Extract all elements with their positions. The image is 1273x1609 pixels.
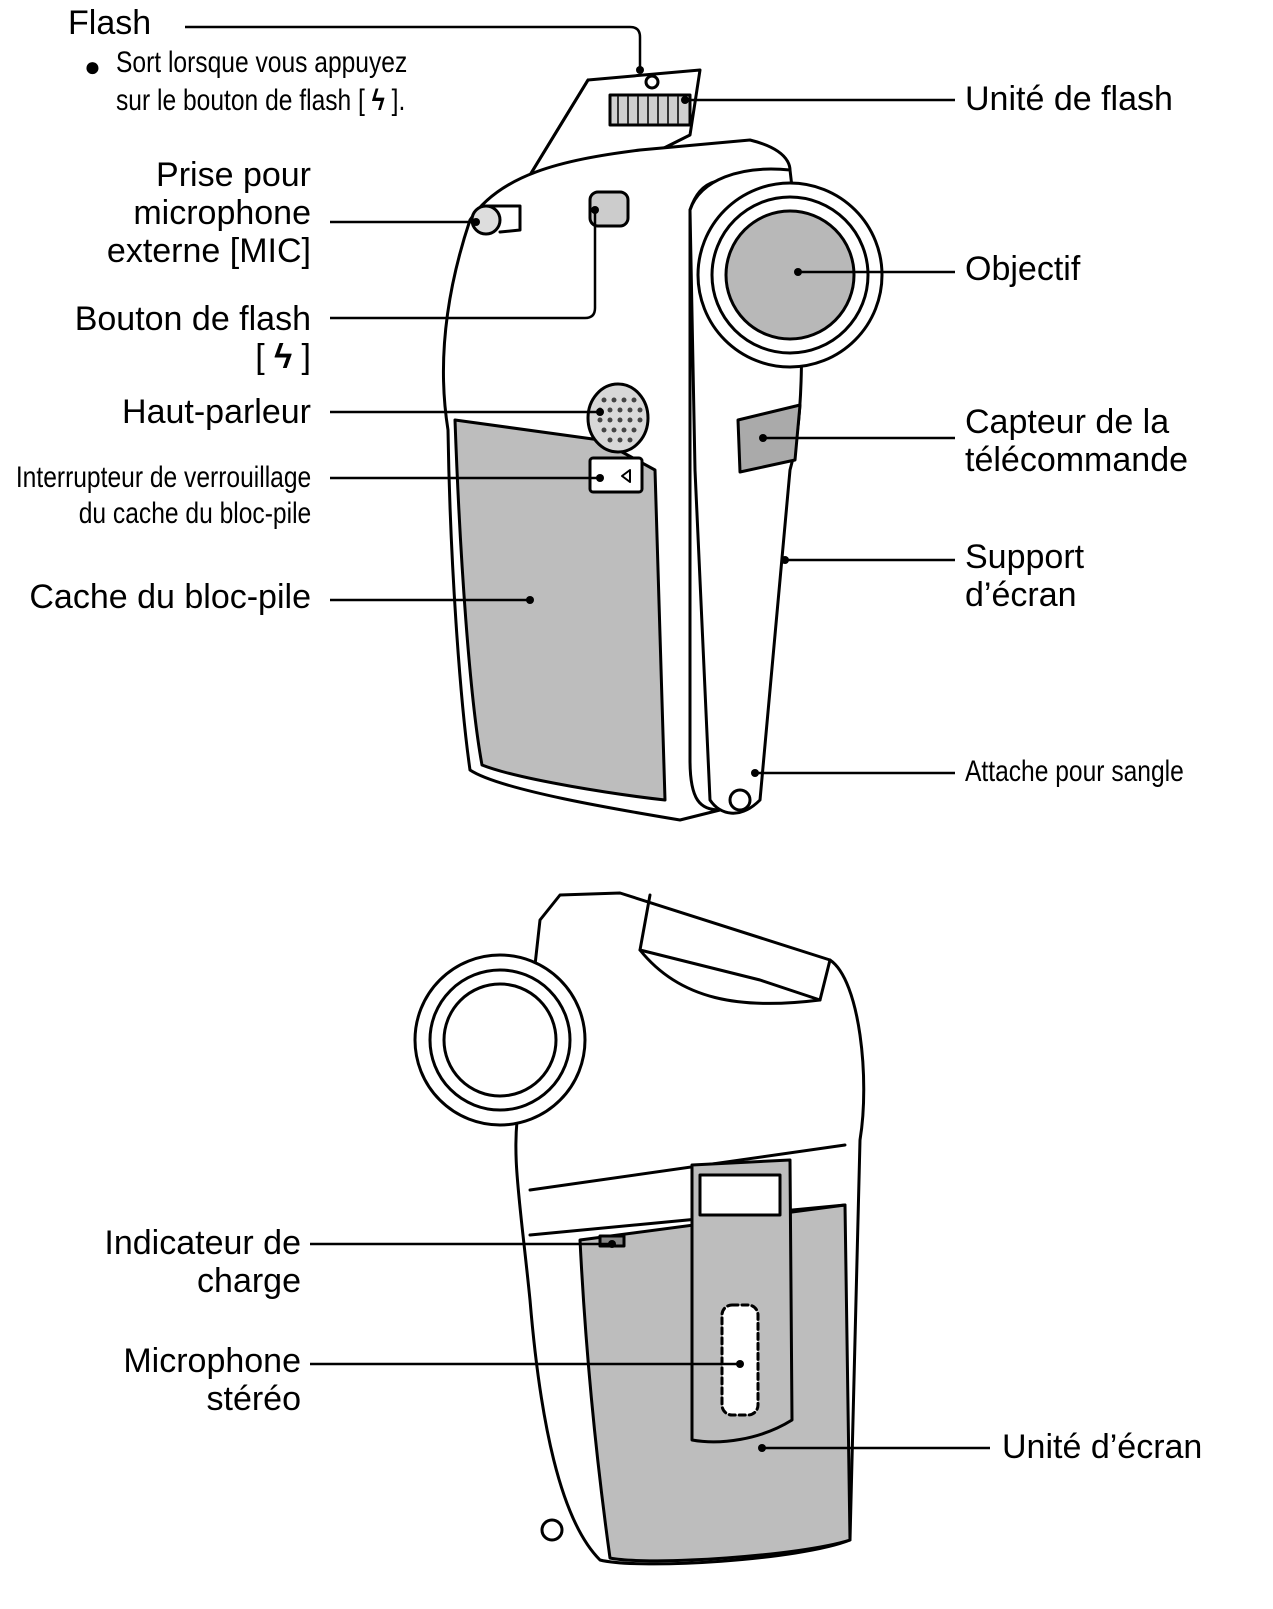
- lock-switch-box: [588, 456, 644, 494]
- label-lock-switch: Interrupteur de verrouillage du cache du…: [15, 461, 311, 530]
- lens-glass: [724, 209, 856, 341]
- label-flash-note: Sort lorsque vous appuyez sur le bouton …: [116, 44, 407, 120]
- label-lens: Objectif: [965, 250, 1081, 288]
- label-flash-button: Bouton de flash [ ϟ ]: [74, 300, 311, 376]
- camera-front-view: [441, 68, 884, 822]
- camera-rear-view: [413, 891, 866, 1566]
- strap-holder-ring: [728, 788, 752, 812]
- flash-note-line1: Sort lorsque vous appuyez: [116, 46, 408, 79]
- flash-button-part: [588, 190, 630, 228]
- label-mic-jack: Prise pour microphone externe [MIC]: [106, 156, 311, 270]
- battery-cover-panel: [453, 418, 667, 802]
- label-speaker: Haut-parleur: [122, 393, 311, 431]
- label-flash: Flash: [68, 4, 152, 42]
- label-charge-indicator: Indicateur de charge: [104, 1224, 301, 1300]
- label-monitor-support: Support d’écran: [965, 538, 1085, 614]
- label-battery-cover: Cache du bloc-pile: [29, 578, 311, 616]
- bullet-dot: ●: [84, 51, 101, 82]
- label-flash-unit: Unité de flash: [965, 80, 1173, 118]
- flash-icon: ϟ: [371, 84, 385, 117]
- label-remote-sensor: Capteur de la télécommande: [965, 403, 1189, 479]
- label-stereo-mic: Microphone stéréo: [123, 1342, 301, 1418]
- flash-window: [608, 93, 692, 127]
- leader-flash: [185, 25, 642, 70]
- belt-clip: [690, 1158, 794, 1444]
- flash-note-line2: sur le bouton de flash [ ϟ ].: [116, 84, 406, 117]
- label-monitor-unit: Unité d’écran: [1002, 1428, 1203, 1466]
- leader-flash-button: [330, 210, 597, 320]
- label-strap-holder: Attache pour sangle: [965, 755, 1184, 788]
- flash-icon: ϟ: [274, 338, 293, 376]
